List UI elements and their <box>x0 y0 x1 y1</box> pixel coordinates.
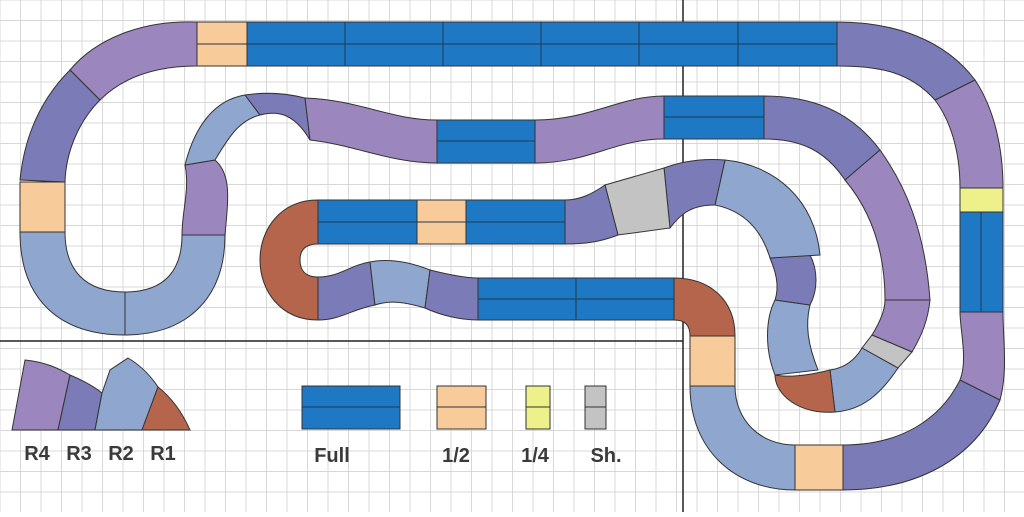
legend-label-straight-1: 1/2 <box>442 445 470 467</box>
track-curve-r2-left-b <box>124 234 226 336</box>
track-curve-r2-k <box>369 259 431 309</box>
legend-label-r2: R2 <box>108 443 134 465</box>
track-quarter-straight <box>959 187 1004 213</box>
track-curve-r2-left <box>19 231 126 336</box>
legend-label-straight-3: Sh. <box>590 445 621 467</box>
track-curve-r1-g <box>774 369 836 413</box>
track-curve-r2-h <box>767 299 819 376</box>
track-curve-r3-right <box>836 21 976 101</box>
section-dividers <box>0 0 684 512</box>
track-half-straight-bottom <box>794 444 844 491</box>
track-curve-r4-b <box>181 159 229 236</box>
legend-label-r3: R3 <box>66 443 92 465</box>
track-curve-r4-d <box>304 97 438 164</box>
track-curve-r3-k <box>317 261 376 321</box>
legend-curve-r1 <box>141 386 191 431</box>
legend-label-straight-0: Full <box>314 445 350 467</box>
track-curve-r2-i <box>714 159 821 259</box>
track-curve-r2-c <box>184 94 261 166</box>
legend-label-straight-2: 1/4 <box>521 445 550 467</box>
track-half-straight-left <box>19 181 66 233</box>
track-curve-r3-h <box>769 254 817 306</box>
track-curve-r4-e <box>534 95 665 164</box>
track-curve-r4 <box>69 21 198 101</box>
track-curve-r4-right <box>934 79 1004 189</box>
track-half-straight-lower <box>689 335 736 387</box>
track-curve-r1-hairpin <box>259 199 319 321</box>
race-track <box>19 21 1006 491</box>
legend: R4 R3 R2 R1 Full 1/2 1/4 Sh. <box>11 357 622 467</box>
track-curve-r3-i <box>663 159 726 230</box>
track-curve-r3-l <box>424 269 479 321</box>
legend-label-r1: R1 <box>150 443 176 465</box>
track-curve-r3 <box>19 69 101 183</box>
legend-label-r4: R4 <box>24 443 50 465</box>
